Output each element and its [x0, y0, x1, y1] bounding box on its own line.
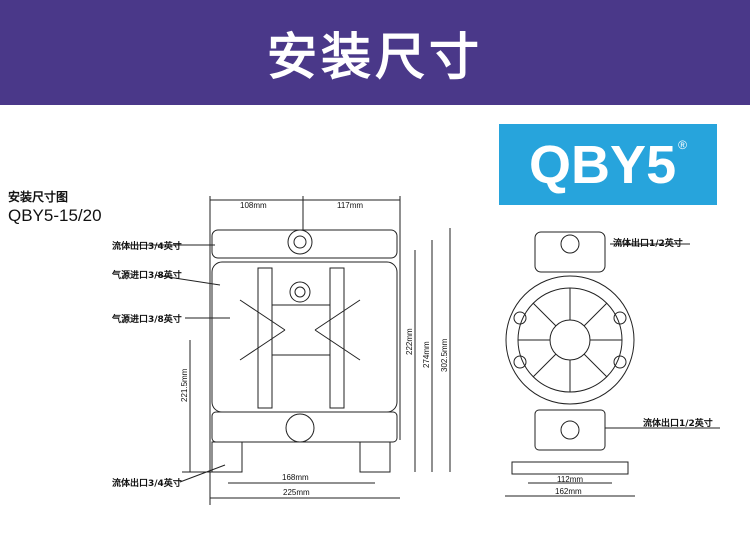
label-air-inlet-2: 气源进口3/8英寸 — [112, 315, 182, 325]
dim-b2: 225mm — [283, 488, 310, 497]
side-label-bottom: 流体出口1/2英寸 — [643, 419, 713, 429]
dim-b1: 168mm — [282, 473, 309, 482]
badge-text: QBY5 — [529, 134, 677, 195]
page-header: 安装尺寸 — [0, 0, 750, 105]
dim-h2: 222mm — [405, 328, 414, 355]
dim-top-right: 117mm — [337, 201, 364, 210]
dim-top-left: 108mm — [240, 201, 267, 210]
side-view-drawing — [505, 231, 720, 497]
dim-h4: 302.5mm — [440, 338, 449, 372]
label-air-inlet: 气源进口3/8英寸 — [112, 271, 182, 281]
dim-h1: 221.5mm — [180, 368, 189, 402]
registered-mark: ® — [678, 138, 687, 152]
model-number: QBY5-15/20 — [8, 206, 102, 225]
page-title: 安装尺寸 — [267, 27, 483, 86]
side-dim-b2: 162mm — [555, 487, 582, 496]
dim-h3: 274mm — [422, 341, 431, 368]
drawing-title: 安装尺寸图 — [8, 190, 69, 204]
front-view-drawing — [128, 196, 451, 505]
side-dim-b1: 112mm — [557, 475, 584, 484]
model-badge: QBY5® — [499, 124, 717, 205]
label-fluid-outlet: 流体出口3/4英寸 — [112, 242, 182, 252]
side-label-top: 流体出口1/2英寸 — [613, 239, 683, 249]
label-fluid-inlet: 流体出口3/4英寸 — [112, 479, 182, 489]
